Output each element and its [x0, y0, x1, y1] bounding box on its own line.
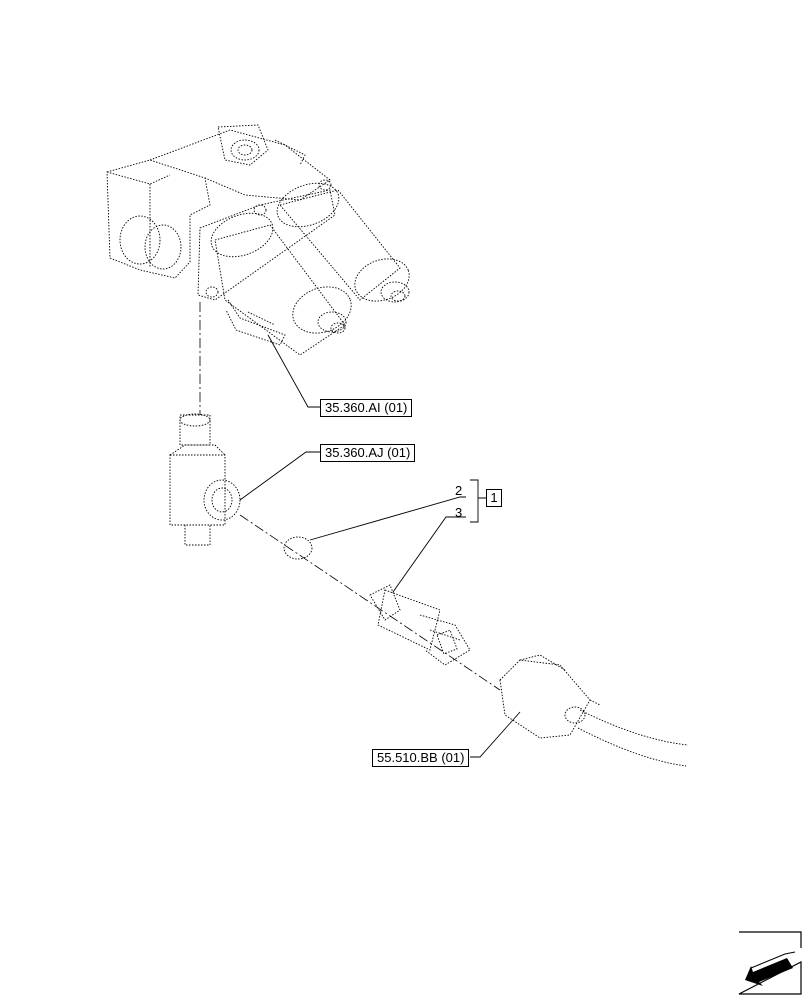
- item-group-box: 1: [486, 489, 502, 507]
- callout-number-sensor: 3: [455, 505, 463, 520]
- leader-connector: [470, 711, 521, 758]
- o-ring: [283, 536, 313, 560]
- callout-bracket: [470, 479, 486, 523]
- tee-fitting: [169, 413, 241, 546]
- valve-reference-link[interactable]: 35.360.AI (01): [320, 399, 413, 417]
- previous-page-button[interactable]: [737, 930, 803, 996]
- leader-valve: [267, 334, 320, 408]
- solenoid-valve-assembly: [106, 124, 410, 356]
- previous-page-arrow-icon: [738, 931, 802, 995]
- callout-number-oring: 2: [455, 483, 463, 498]
- pressure-sensor: [369, 584, 471, 666]
- connector-reference-link[interactable]: 55.510.BB (01): [372, 749, 470, 767]
- leader-oring: [309, 496, 466, 541]
- leader-sensor: [392, 516, 466, 593]
- wire-connector: [499, 654, 689, 767]
- fitting-reference-link[interactable]: 35.360.AJ (01): [320, 444, 416, 462]
- leader-fitting: [239, 451, 320, 501]
